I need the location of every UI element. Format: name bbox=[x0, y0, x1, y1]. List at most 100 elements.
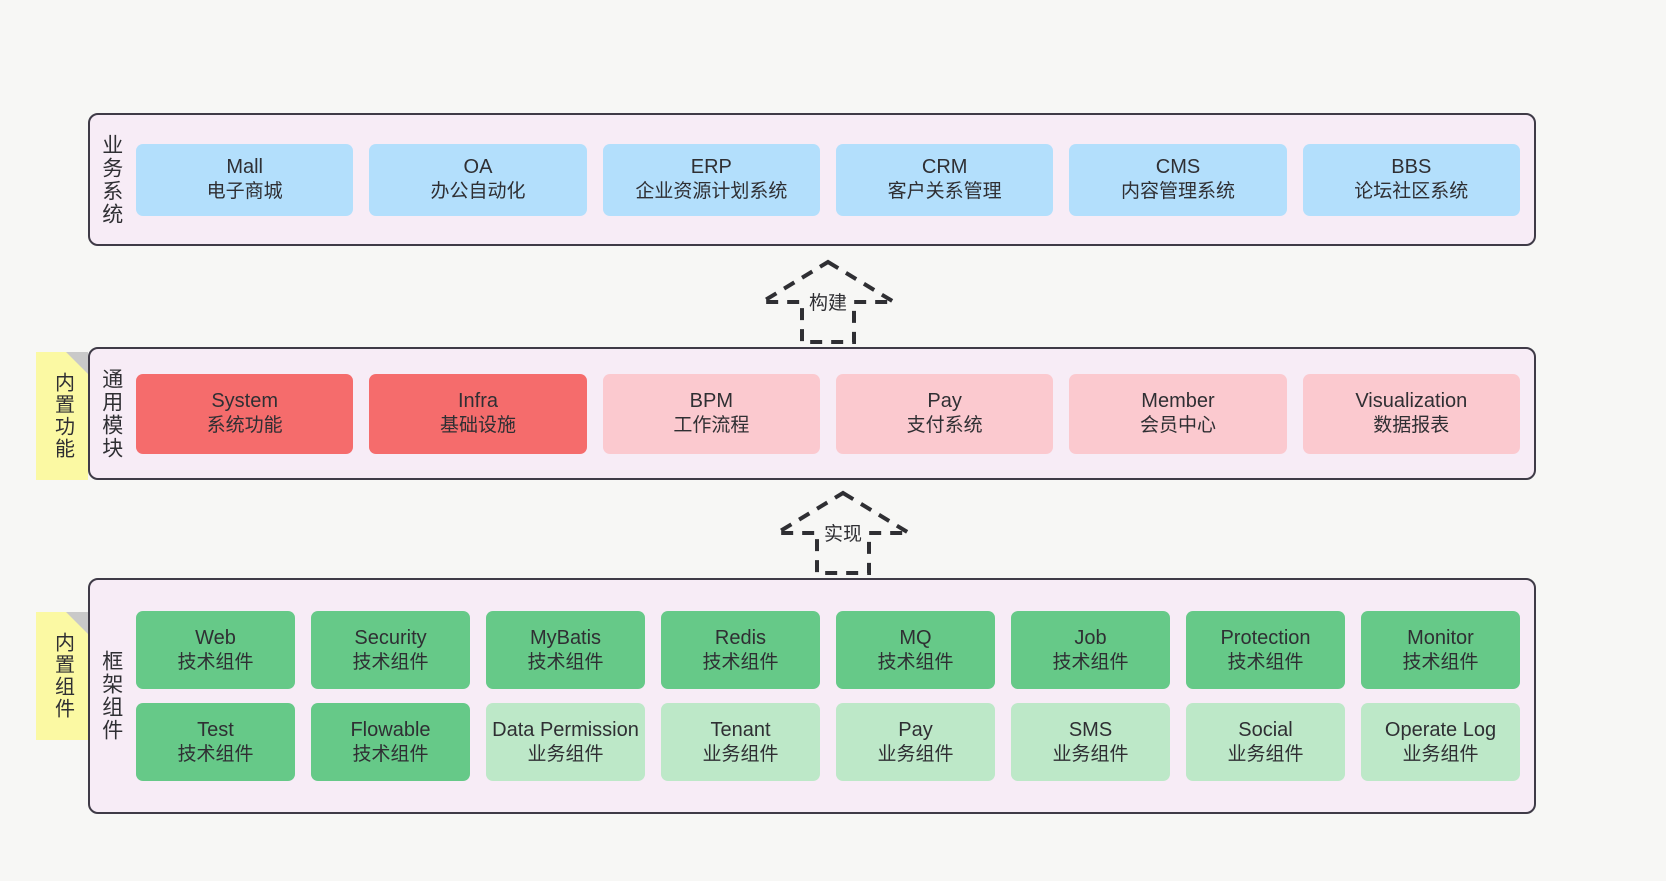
connector-implement-glyph bbox=[769, 490, 917, 575]
card-subtitle: 内容管理系统 bbox=[1120, 181, 1235, 203]
card-title: System bbox=[211, 390, 278, 413]
card-subtitle: 客户关系管理 bbox=[887, 181, 1002, 203]
card-title: Social bbox=[1238, 718, 1293, 741]
card-title: Test bbox=[197, 718, 234, 741]
layer-common-modules-title: 通用模块 bbox=[99, 367, 123, 460]
card-title: CRM bbox=[921, 156, 968, 179]
card-title: Infra bbox=[457, 390, 498, 413]
connector-build: 构建 bbox=[754, 258, 902, 346]
card-title: Tenant bbox=[710, 718, 771, 741]
sticky-note-builtin-features-label: 内置功能 bbox=[51, 372, 74, 460]
card-title: SMS bbox=[1068, 718, 1113, 741]
card-subtitle: 技术组件 bbox=[527, 651, 604, 673]
sticky-note-builtin-features: 内置功能 bbox=[36, 352, 88, 480]
connector-build-label: 构建 bbox=[808, 293, 848, 314]
card-title: Monitor bbox=[1407, 626, 1474, 649]
card-subtitle: 技术组件 bbox=[702, 651, 779, 673]
card-title: Member bbox=[1141, 390, 1215, 413]
card-subtitle: 业务组件 bbox=[527, 743, 604, 765]
card-title: Protection bbox=[1220, 626, 1311, 649]
card-subtitle: 企业资源计划系统 bbox=[635, 181, 788, 203]
card-subtitle: 系统功能 bbox=[206, 415, 283, 437]
card-title: CMS bbox=[1155, 156, 1201, 179]
card-title: Mall bbox=[226, 156, 263, 179]
card-subtitle: 技术组件 bbox=[1227, 651, 1304, 673]
sticky-note-fold-icon bbox=[66, 612, 88, 634]
card-subtitle: 技术组件 bbox=[177, 743, 254, 765]
sticky-note-fold-icon bbox=[66, 352, 88, 374]
card-subtitle: 会员中心 bbox=[1139, 415, 1216, 437]
card-title: MQ bbox=[899, 626, 932, 649]
card-title: BPM bbox=[689, 390, 733, 413]
card-subtitle: 论坛社区系统 bbox=[1354, 181, 1469, 203]
card-subtitle: 业务组件 bbox=[1227, 743, 1304, 765]
card-subtitle: 电子商城 bbox=[206, 181, 283, 203]
card-title: MyBatis bbox=[529, 626, 602, 649]
card-subtitle: 业务组件 bbox=[1052, 743, 1129, 765]
card-subtitle: 技术组件 bbox=[352, 743, 429, 765]
card-title: Pay bbox=[898, 718, 933, 741]
card-subtitle: 业务组件 bbox=[877, 743, 954, 765]
card-title: Redis bbox=[714, 626, 767, 649]
card-title: Pay bbox=[927, 390, 962, 413]
card-title: Data Permission bbox=[492, 718, 639, 741]
connector-build-glyph bbox=[754, 259, 902, 344]
card-subtitle: 办公自动化 bbox=[430, 181, 526, 203]
card-title: Visualization bbox=[1355, 390, 1468, 413]
card-title: Flowable bbox=[350, 718, 431, 741]
card-title: BBS bbox=[1391, 156, 1432, 179]
card-subtitle: 技术组件 bbox=[1052, 651, 1129, 673]
layer-business-system-title: 业务系统 bbox=[99, 133, 123, 226]
card-title: Job bbox=[1074, 626, 1107, 649]
layer-framework-components-title: 框架组件 bbox=[99, 650, 123, 742]
card-title: Security bbox=[354, 626, 427, 649]
card-title: ERP bbox=[690, 156, 732, 179]
card-subtitle: 技术组件 bbox=[1402, 651, 1479, 673]
card-subtitle: 基础设施 bbox=[439, 415, 516, 437]
card-subtitle: 工作流程 bbox=[673, 415, 750, 437]
sticky-note-builtin-components: 内置组件 bbox=[36, 612, 88, 740]
card-subtitle: 技术组件 bbox=[877, 651, 954, 673]
card-title: Web bbox=[195, 626, 236, 649]
connector-implement: 实现 bbox=[769, 489, 917, 577]
